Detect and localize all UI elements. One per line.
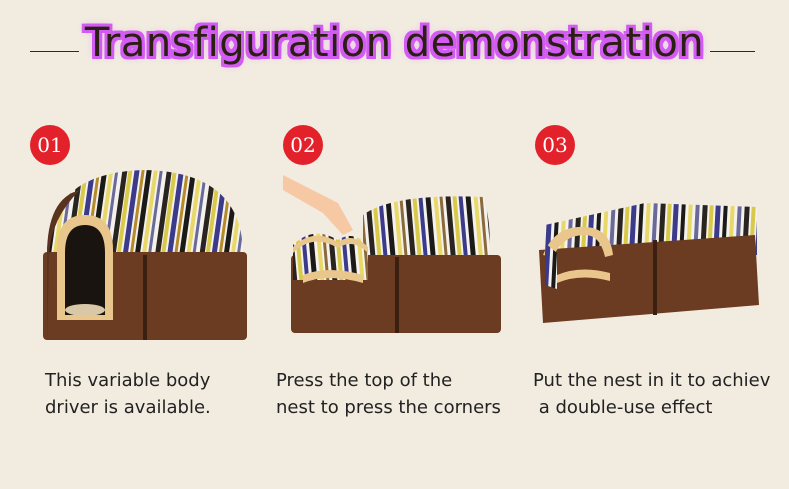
step-badge-1: 01: [30, 125, 70, 165]
step-caption-3: Put the nest in it to achiev a double-us…: [533, 370, 771, 418]
step-caption-2: Press the top of the nest to press the c…: [276, 370, 501, 418]
step-badge-3: 03: [535, 125, 575, 165]
pet-house-folding-image: [283, 175, 501, 333]
page-title: Transfiguration demonstration: [0, 20, 789, 66]
step-badge-2: 02: [283, 125, 323, 165]
pet-bed-open-image: [539, 203, 759, 323]
step-caption-1: This variable body driver is available.: [45, 370, 211, 418]
pet-house-closed-image: [43, 170, 247, 340]
